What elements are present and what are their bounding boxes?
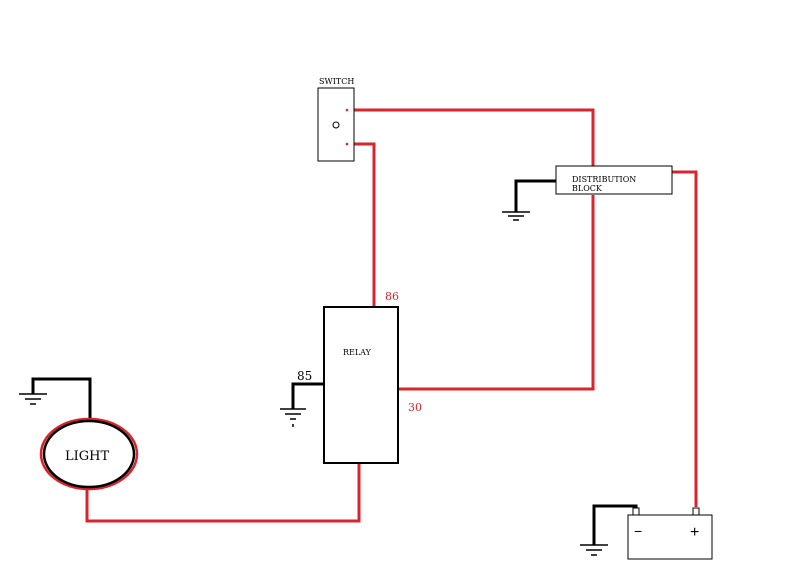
battery-box bbox=[627, 514, 713, 560]
relay-pin-85-label: 85 bbox=[297, 369, 312, 383]
distribution-label-line1: DISTRIBUTION bbox=[572, 175, 636, 184]
distribution-block-box bbox=[555, 165, 673, 195]
light-outline-black bbox=[42, 419, 136, 489]
ground-symbol-battery bbox=[580, 544, 608, 556]
relay-pin-86-label: 86 bbox=[385, 290, 399, 303]
wire-relay-85-ground bbox=[291, 382, 324, 409]
relay-box bbox=[323, 306, 399, 464]
switch-terminal-top bbox=[345, 108, 349, 112]
relay-pin-30-label: 30 bbox=[408, 401, 422, 414]
light-outline-red bbox=[39, 417, 139, 491]
ground-symbol-relay bbox=[280, 408, 306, 427]
battery-positive-label: + bbox=[690, 524, 699, 541]
wire-light-ground bbox=[31, 377, 92, 420]
switch-box bbox=[317, 87, 355, 162]
ground-symbol-light bbox=[19, 393, 47, 405]
switch-terminal-bottom bbox=[345, 142, 349, 146]
switch-label: SWITCH bbox=[319, 77, 354, 86]
wire-distribution-to-relay-30 bbox=[398, 195, 595, 391]
relay-label: RELAY bbox=[343, 348, 372, 357]
battery-positive-terminal bbox=[692, 507, 700, 516]
switch-pivot-icon bbox=[332, 121, 340, 129]
wire-distribution-to-battery-positive bbox=[672, 170, 698, 507]
wire-switch-to-relay-86 bbox=[348, 142, 376, 307]
light-label: LIGHT bbox=[65, 449, 109, 464]
distribution-label-line2: BLOCK bbox=[572, 184, 603, 193]
battery-negative-label: − bbox=[634, 523, 642, 539]
ground-symbol-distribution bbox=[502, 211, 530, 221]
wire-relay-to-light bbox=[85, 463, 361, 523]
wire-switch-to-distribution bbox=[348, 108, 595, 166]
wire-distribution-ground bbox=[514, 179, 556, 212]
battery-negative-terminal bbox=[632, 507, 640, 516]
